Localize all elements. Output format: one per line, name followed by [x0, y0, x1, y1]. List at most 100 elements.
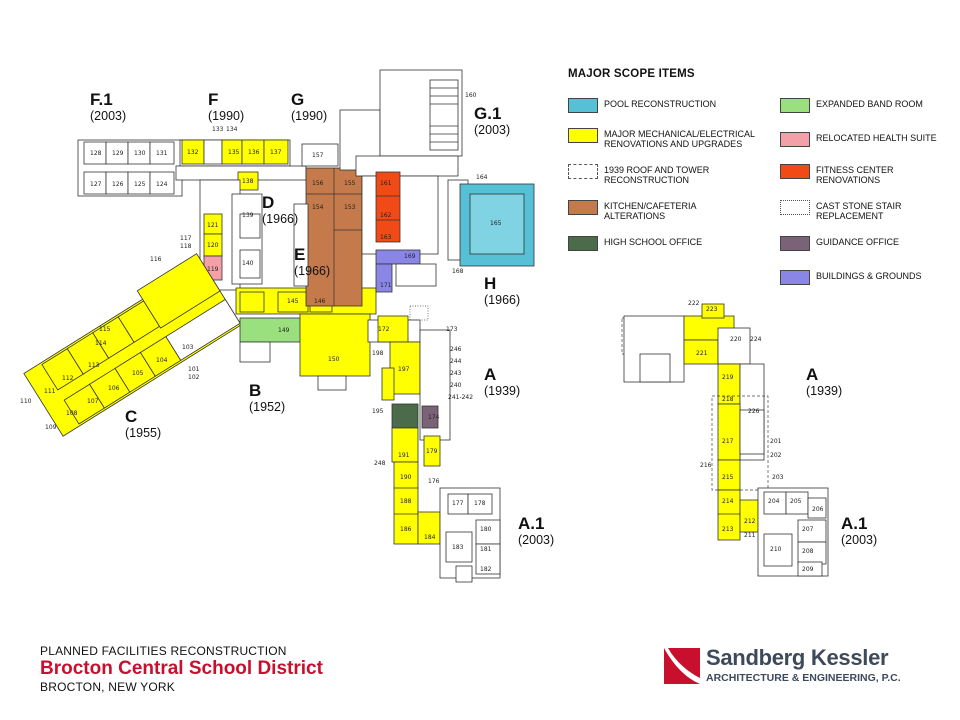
room-221: 221	[696, 350, 708, 357]
wing-year: (1966)	[262, 212, 299, 226]
legend-item-kitchen: KITCHEN/CAFETERIA ALTERATIONS	[568, 200, 778, 221]
wing-year: (1939)	[484, 384, 521, 398]
legend-label: EXPANDED BAND ROOM	[816, 99, 923, 109]
room-103: 103	[182, 344, 194, 351]
wing-g-plan	[339, 69, 463, 177]
wing-year: (2003)	[90, 109, 127, 123]
room-153: 153	[344, 204, 356, 211]
logo-mark-icon	[664, 648, 700, 684]
room-161: 161	[380, 180, 392, 187]
room-188: 188	[400, 498, 412, 505]
legend-swatch	[568, 98, 598, 113]
room-197: 197	[398, 366, 410, 373]
legend-label: MAJOR MECHANICAL/ELECTRICAL RENOVATIONS …	[604, 129, 755, 149]
room-169: 169	[404, 253, 416, 260]
room-174: 174	[428, 414, 440, 421]
room-244: 244	[450, 358, 462, 365]
room-105: 105	[132, 370, 144, 377]
room-124: 124	[156, 181, 168, 188]
legend-swatch	[568, 164, 598, 179]
legend-item-band-room: EXPANDED BAND ROOM	[780, 98, 948, 113]
room-198: 198	[372, 350, 384, 357]
legend-item-guidance: GUIDANCE OFFICE	[780, 236, 948, 251]
footer-location: BROCTON, NEW YORK	[40, 680, 175, 694]
room-241-242: 241-242	[448, 394, 474, 401]
wing-year: (1939)	[806, 384, 843, 398]
room-224: 224	[750, 336, 762, 343]
room-107: 107	[87, 398, 99, 405]
room-202: 202	[770, 452, 782, 459]
room-154: 154	[312, 204, 324, 211]
room-212: 212	[744, 518, 756, 525]
room-222: 222	[688, 300, 700, 307]
room-145: 145	[287, 298, 299, 305]
wing-year: (1990)	[291, 109, 328, 123]
footer-project-title: PLANNED FACILITIES RECONSTRUCTION	[40, 644, 287, 658]
room-205: 205	[790, 498, 802, 505]
room-149: 149	[278, 327, 290, 334]
room-130: 130	[134, 150, 146, 157]
room-182: 182	[480, 566, 492, 573]
room-206: 206	[812, 506, 824, 513]
room-119: 119	[207, 266, 219, 273]
room-191: 191	[398, 452, 410, 459]
room-109: 109	[45, 424, 57, 431]
room-243: 243	[450, 370, 462, 377]
room-140: 140	[242, 260, 254, 267]
wing-letter: B	[249, 381, 262, 400]
room-173: 173	[446, 326, 458, 333]
legend-label: BUILDINGS & GROUNDS	[816, 271, 922, 281]
wing-year: (1990)	[208, 109, 245, 123]
room-165: 165	[490, 220, 502, 227]
legend-label: CAST STONE STAIR REPLACEMENT	[816, 201, 902, 221]
fitness-block-plan	[361, 171, 439, 293]
room-195: 195	[372, 408, 384, 415]
room-179: 179	[426, 448, 438, 455]
wing-year: (1966)	[294, 264, 331, 278]
wing-e-plan	[293, 143, 363, 307]
room-168: 168	[452, 268, 464, 275]
wing-letter: F	[208, 90, 219, 109]
wing-label-c: C (1955)	[125, 408, 161, 441]
wing-letter: A	[484, 365, 497, 384]
wing-label-g1: G.1 (2003)	[474, 105, 510, 138]
room-181: 181	[480, 546, 492, 553]
legend-item-health-suite: RELOCATED HEALTH SUITE	[780, 132, 955, 147]
wing-label-f: F (1990)	[208, 90, 245, 124]
room-126: 126	[112, 181, 124, 188]
room-139: 139	[242, 212, 254, 219]
logo-firm-name: Sandberg Kessler	[706, 645, 889, 670]
room-226: 226	[748, 408, 760, 415]
firm-logo: Sandberg Kessler ARCHITECTURE & ENGINEER…	[664, 645, 954, 688]
room-246: 246	[450, 346, 462, 353]
legend-label: 1939 ROOF AND TOWER RECONSTRUCTION	[604, 165, 710, 185]
room-102: 102	[188, 374, 200, 381]
room-163: 163	[380, 234, 392, 241]
legend-item-pool: POOL RECONSTRUCTION	[568, 98, 778, 113]
room-112: 112	[62, 375, 74, 382]
room-216: 216	[700, 462, 712, 469]
wing-label-h: H (1966)	[484, 274, 520, 308]
room-207: 207	[802, 526, 814, 533]
wing-year: (2003)	[518, 533, 555, 547]
room-136: 136	[248, 149, 260, 156]
wing-label-a1-second-floor: A.1 (2003)	[841, 514, 878, 548]
legend-item-roof-tower: 1939 ROOF AND TOWER RECONSTRUCTION	[568, 164, 778, 185]
room-211: 211	[744, 532, 756, 539]
wing-letter: A.1	[841, 514, 868, 533]
wing-a-plan	[367, 305, 501, 583]
room-138: 138	[242, 178, 254, 185]
room-162: 162	[380, 212, 392, 219]
legend-item-fitness: FITNESS CENTER RENOVATIONS	[780, 164, 948, 185]
wing-letter: H	[484, 274, 497, 293]
legend-label: RELOCATED HEALTH SUITE	[816, 133, 937, 143]
legend-item-hs-office: HIGH SCHOOL OFFICE	[568, 236, 778, 251]
room-248: 248	[374, 460, 386, 467]
legend-swatch	[780, 270, 810, 285]
wing-label-a: A (1939)	[484, 365, 521, 399]
legend-swatch	[780, 98, 810, 113]
room-111: 111	[44, 388, 56, 395]
wing-h-plan	[447, 179, 535, 267]
legend-swatch	[780, 132, 810, 147]
wing-year: (2003)	[841, 533, 878, 547]
